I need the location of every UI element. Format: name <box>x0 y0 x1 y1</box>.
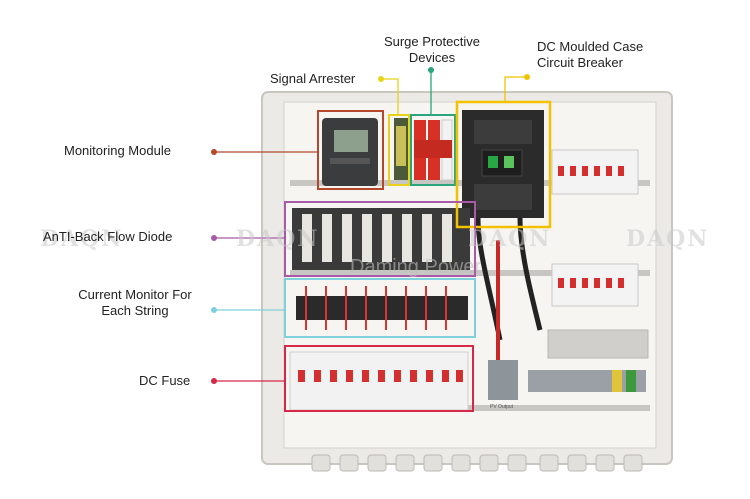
watermark-left: DAQN <box>40 226 124 252</box>
pv-output-label: PV Output <box>490 404 514 410</box>
label-surge-line2: Devices <box>408 50 456 65</box>
label-mccb-line1: DC Moulded Case <box>537 39 644 54</box>
label-current-line1: Current Monitor For <box>78 287 192 302</box>
current-monitor-box <box>284 278 476 338</box>
watermark-center-text: Daming Power <box>350 256 482 278</box>
signal-arrester-box <box>388 114 410 186</box>
label-current-line2: Each String <box>101 303 169 318</box>
label-dc-mccb: DC Moulded Case Circuit Breaker <box>537 39 643 71</box>
monitoring-module-box <box>317 110 384 190</box>
label-dc-fuse: DC Fuse <box>139 373 191 388</box>
label-surge-line1: Surge Protective <box>383 34 481 49</box>
right-breakers-top <box>551 149 639 195</box>
watermark-right: DAQN <box>626 226 710 252</box>
diode-bank <box>292 208 470 270</box>
fuse-bank <box>289 351 469 411</box>
mccb-box <box>455 100 552 229</box>
label-anti-back-flow-diode: AnTI-Back Flow Diode <box>43 229 173 244</box>
watermark-mid: DAQN <box>236 226 320 252</box>
label-mccb-line2: Circuit Breaker <box>537 55 623 70</box>
diode-box <box>284 201 476 277</box>
surge-protective-device <box>414 119 453 181</box>
cable-duct-right <box>547 329 649 359</box>
watermark-center-right: DAQN <box>468 226 552 252</box>
dc-fuse-box <box>284 345 474 412</box>
right-breakers-middle <box>551 263 639 307</box>
label-monitoring-module: Monitoring Module <box>64 143 171 158</box>
label-signal-arrester: Signal Arrester <box>270 71 356 86</box>
leader-lines <box>211 67 530 384</box>
current-monitor-bank <box>296 286 468 330</box>
surge-box <box>410 114 456 186</box>
pv-output-terminals <box>488 360 518 400</box>
label-current-monitor: Current Monitor For Each String <box>60 287 210 319</box>
cable-glands <box>311 454 643 472</box>
mccb-device <box>462 110 544 218</box>
label-surge-protective-devices: Surge Protective Devices <box>367 34 497 66</box>
terminal-blocks <box>528 370 646 392</box>
